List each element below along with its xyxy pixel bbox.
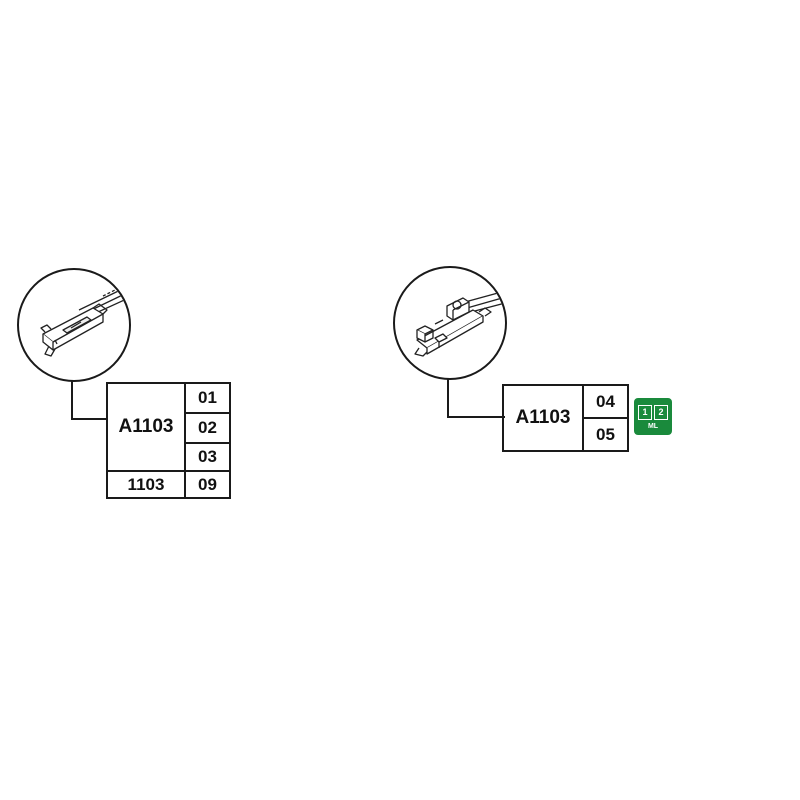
sub-code-cell: 05 bbox=[582, 417, 629, 452]
detail-magnifier-circle bbox=[393, 266, 507, 380]
main-part-code: A1103 bbox=[502, 384, 584, 452]
sub-code-cell: 01 bbox=[184, 382, 231, 414]
badge-label: ML bbox=[647, 423, 659, 430]
badge-box-1: 1 bbox=[638, 405, 652, 420]
base-part-code: 1103 bbox=[106, 470, 186, 499]
detail-magnifier-circle bbox=[17, 268, 131, 382]
sub-code-cell: 09 bbox=[184, 470, 231, 499]
main-part-code: A1103 bbox=[106, 382, 186, 472]
part-code-table: A1103 04 05 bbox=[502, 384, 629, 452]
sub-code-cell: 04 bbox=[582, 384, 629, 419]
sub-code-cell: 03 bbox=[184, 442, 231, 472]
leader-line bbox=[71, 380, 108, 420]
leader-line bbox=[447, 378, 505, 418]
badge-box-2: 2 bbox=[654, 405, 668, 420]
part-code-table: A1103 01 02 03 1103 09 bbox=[106, 382, 231, 499]
ml-fitment-badge-icon: 1 2 ML bbox=[634, 398, 672, 435]
wiper-adapter-illustration bbox=[414, 290, 505, 357]
wiper-connector-illustration bbox=[40, 285, 129, 357]
sub-code-cell: 02 bbox=[184, 412, 231, 444]
